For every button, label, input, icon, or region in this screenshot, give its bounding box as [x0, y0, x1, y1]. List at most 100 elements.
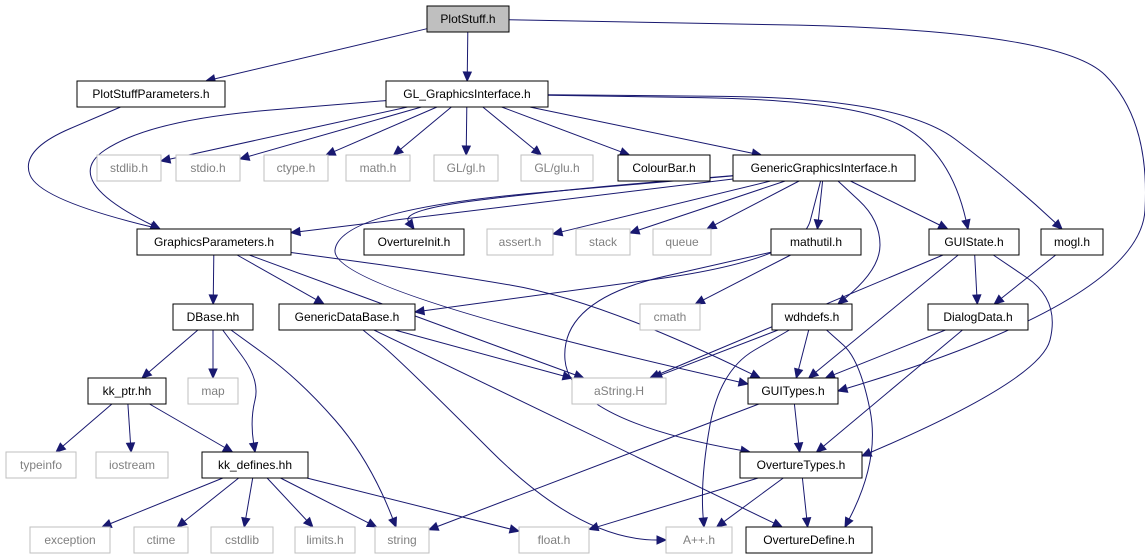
node-box — [5, 451, 77, 479]
arrowhead — [404, 218, 415, 230]
edge-line — [547, 94, 1056, 224]
edge-gl_graphicsinterface_h-to-math_h — [392, 106, 452, 156]
node-exception: exception — [29, 526, 111, 554]
node-box — [745, 526, 873, 554]
edge-genericgraphicsinterface_h-to-stack — [628, 180, 786, 235]
node-box — [771, 303, 853, 331]
node-box — [927, 303, 1029, 331]
edge-overturetypes_h-to-app_h — [715, 477, 784, 528]
node-overturedefine_h[interactable]: OvertureDefine.h — [745, 526, 873, 554]
edge-guistate_h-to-guitypes_h — [807, 254, 959, 379]
node-box — [210, 526, 274, 554]
node-label: stdio.h — [190, 161, 225, 175]
arrowhead — [715, 517, 728, 528]
arrowhead — [771, 518, 784, 528]
node-kk_ptr_hh[interactable]: kk_ptr.hh — [87, 377, 167, 405]
node-box — [201, 451, 309, 479]
node-label: PlotStuff.h — [440, 12, 495, 26]
edge-gl_graphicsinterface_h-to-colourbar_h — [501, 106, 631, 157]
arrowhead — [656, 535, 668, 545]
node-label: GUIState.h — [944, 235, 1003, 249]
arrowhead — [530, 145, 543, 156]
node-label: float.h — [538, 533, 571, 547]
node-graphicsparameters_h[interactable]: GraphicsParameters.h — [136, 228, 292, 256]
node-label: ctime — [147, 533, 176, 547]
edge-genericdatabase_h-to-astring_h — [394, 329, 574, 381]
edge-line — [236, 254, 317, 301]
arrowhead — [737, 377, 750, 387]
edge-gl_graphicsinterface_h-to-ctype_h — [324, 106, 438, 156]
node-label: exception — [44, 533, 95, 547]
node-colourbar_h[interactable]: ColourBar.h — [617, 154, 711, 182]
edge-guitypes_h-to-string — [427, 403, 760, 531]
node-mogl_h[interactable]: mogl.h — [1040, 228, 1104, 256]
arrowhead — [208, 368, 218, 380]
node-box — [175, 154, 241, 182]
edge-line — [110, 477, 224, 525]
node-box — [133, 526, 189, 554]
node-plotstuff_h[interactable]: PlotStuff.h — [426, 5, 510, 33]
node-math_h: math.h — [345, 154, 411, 182]
arrowhead — [125, 442, 136, 454]
node-box — [739, 451, 863, 479]
edge-line — [597, 477, 759, 528]
arrowhead — [807, 368, 820, 379]
edge-line — [266, 477, 308, 521]
arrowhead — [141, 368, 153, 379]
node-label: GL/glu.h — [534, 161, 579, 175]
edge-dbase_hh-to-map — [208, 330, 218, 380]
node-label: stdlib.h — [110, 161, 148, 175]
node-assert_h: assert.h — [486, 228, 554, 256]
edge-line — [501, 106, 622, 153]
arrowhead — [961, 218, 971, 231]
node-label: DialogData.h — [943, 310, 1012, 324]
edge-line — [638, 180, 786, 231]
edge-line — [169, 106, 408, 160]
node-box — [518, 526, 590, 554]
node-box — [136, 228, 292, 256]
edge-kk_ptr_hh-to-iostream — [125, 403, 136, 454]
arrowhead — [302, 516, 314, 528]
node-dialogdata_h[interactable]: DialogData.h — [927, 303, 1029, 331]
arrowhead — [705, 220, 718, 230]
edge-line — [62, 403, 113, 447]
node-iostream: iostream — [95, 451, 169, 479]
node-plotstuffparameters_h[interactable]: PlotStuffParameters.h — [76, 80, 226, 108]
node-box — [617, 154, 711, 182]
node-label: GL/gl.h — [447, 161, 486, 175]
edge-wdhdefs_h-to-guitypes_h — [794, 329, 810, 380]
edge-line — [547, 94, 967, 221]
node-kk_defines_hh[interactable]: kk_defines.hh — [201, 451, 309, 479]
edge-line — [701, 329, 790, 519]
arrowhead — [749, 369, 762, 379]
edge-genericgraphicsinterface_h-to-wdhdefs_h — [837, 180, 881, 305]
node-guitypes_h[interactable]: GUITypes.h — [747, 377, 839, 405]
edge-plotstuff_h-to-plotstuffparameters_h — [204, 28, 428, 84]
edge-genericgraphicsinterface_h-to-guistate_h — [850, 180, 949, 230]
node-stdio_h: stdio.h — [175, 154, 241, 182]
arrowhead — [937, 220, 949, 230]
edge-line — [400, 106, 452, 150]
node-dbase_hh[interactable]: DBase.hh — [172, 303, 254, 331]
edge-kk_defines_hh-to-cstdlib — [241, 477, 254, 529]
node-mathutil_h[interactable]: mathutil.h — [770, 228, 862, 256]
edge-line — [823, 329, 963, 447]
edge-line — [508, 19, 1145, 389]
node-overturetypes_h[interactable]: OvertureTypes.h — [739, 451, 863, 479]
node-genericdatabase_h[interactable]: GenericDataBase.h — [278, 303, 416, 331]
edge-line — [299, 178, 734, 233]
edge-line — [723, 477, 784, 523]
node-overtureinit_h[interactable]: OvertureInit.h — [363, 228, 465, 256]
node-label: OvertureInit.h — [378, 235, 451, 249]
arrowhead — [836, 383, 849, 393]
node-label: ColourBar.h — [632, 161, 695, 175]
edge-genericdatabase_h-to-app_h — [362, 329, 668, 545]
node-box — [928, 228, 1020, 256]
node-wdhdefs_h[interactable]: wdhdefs.h — [771, 303, 853, 331]
node-genericgraphicsinterface_h[interactable]: GenericGraphicsInterface.h — [732, 154, 916, 182]
node-guistate_h[interactable]: GUIState.h — [928, 228, 1020, 256]
node-gl_graphicsinterface_h[interactable]: GL_GraphicsInterface.h — [385, 80, 549, 108]
node-box — [732, 154, 916, 182]
arrowhead — [824, 370, 837, 379]
